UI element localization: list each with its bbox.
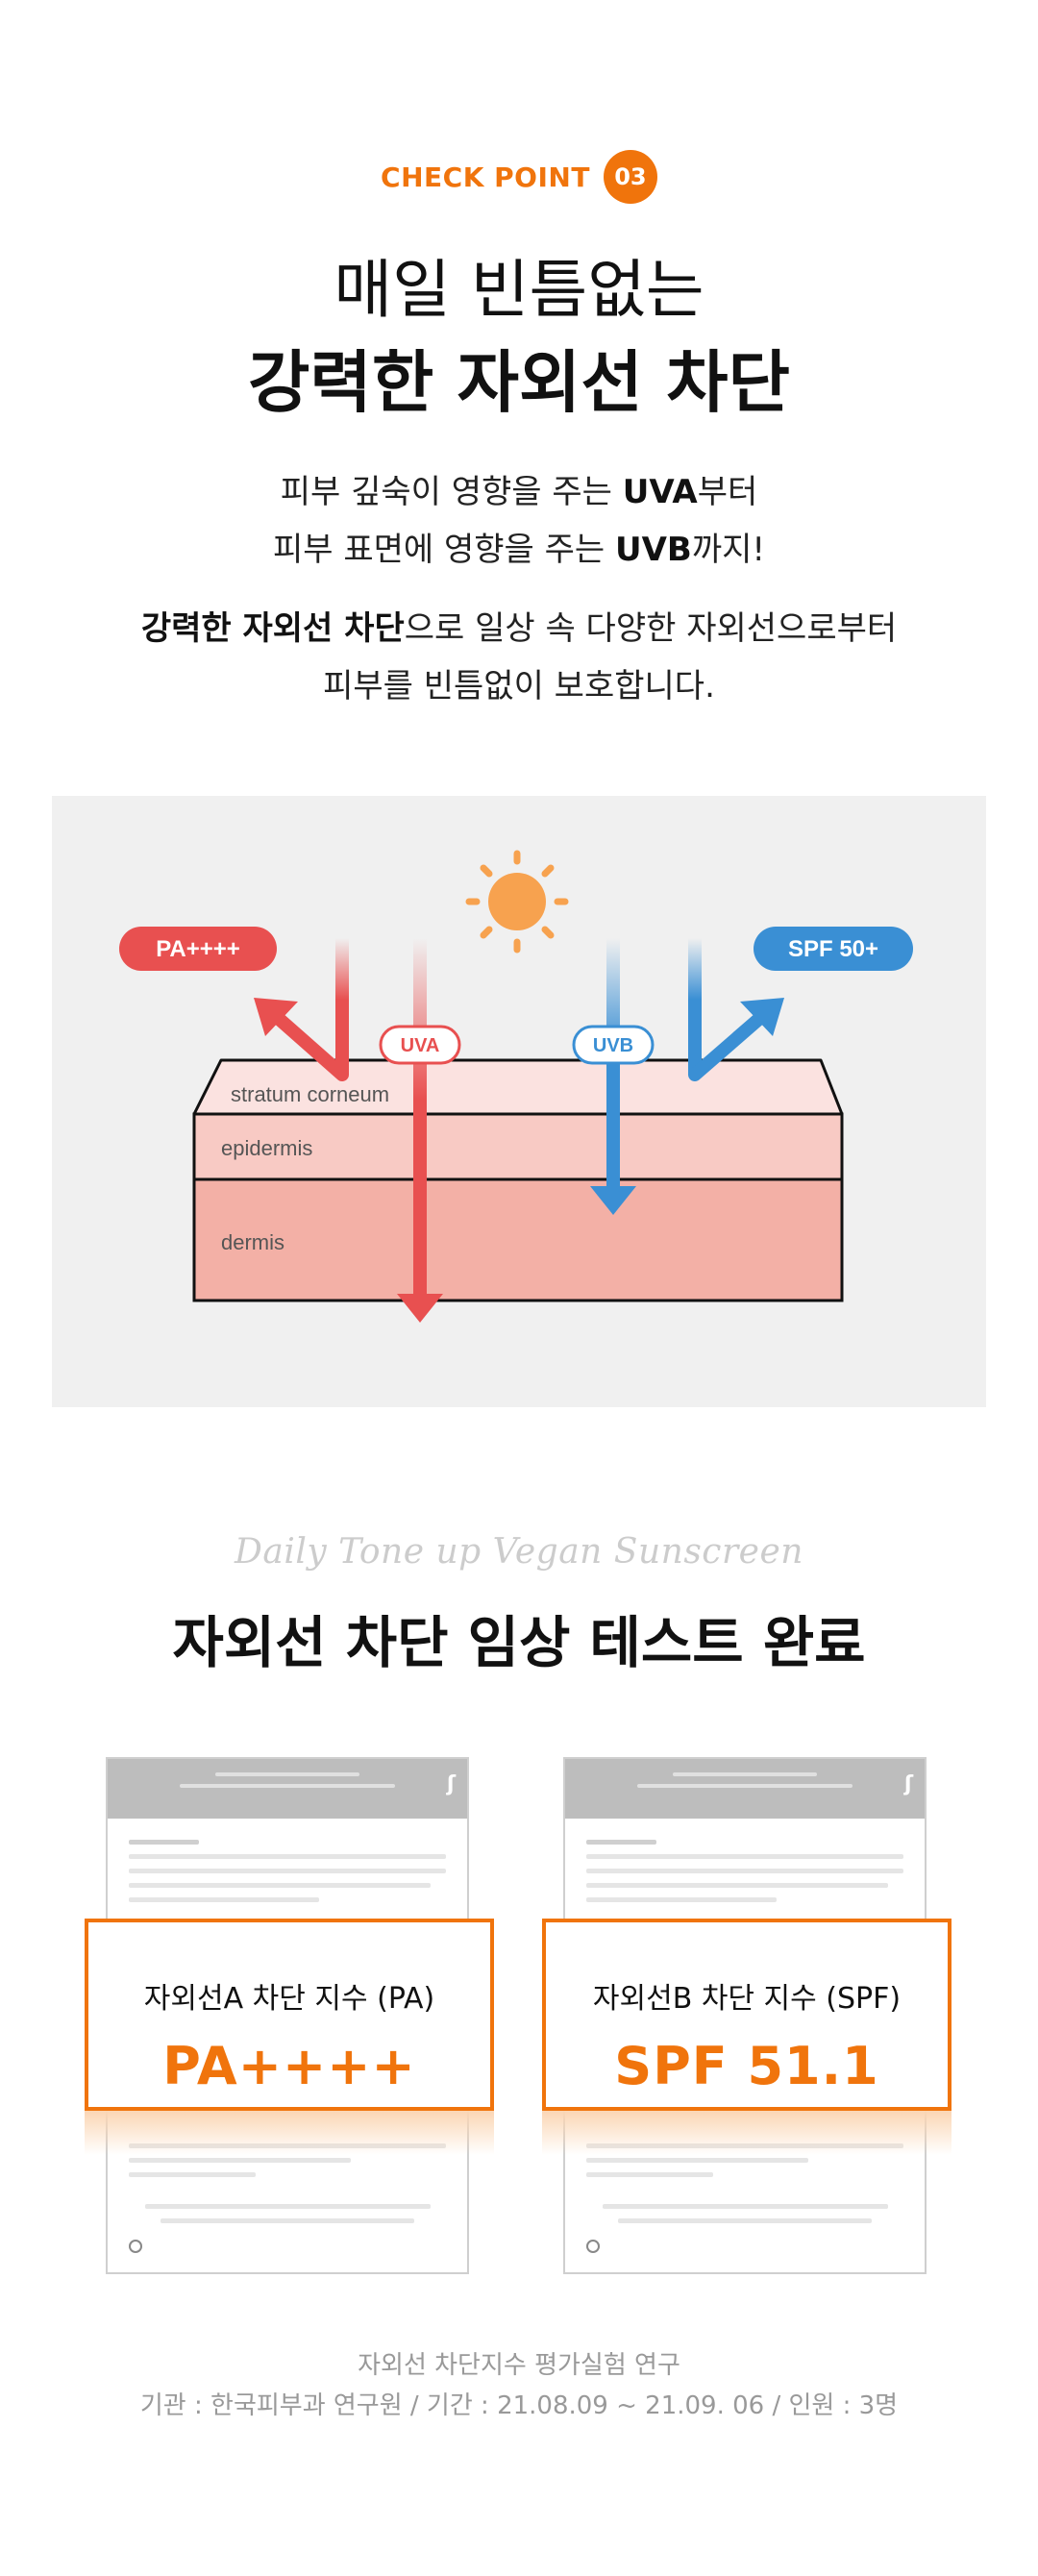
result-value-spf: SPF 51.1 — [614, 2036, 879, 2096]
layer-label-dermis: dermis — [221, 1230, 284, 1254]
layer-label-epidermis: epidermis — [221, 1136, 312, 1160]
pa-badge: PA++++ — [119, 927, 277, 971]
result-label-spf: 자외선B 차단 지수 (SPF) — [592, 1982, 902, 2016]
result-box-shadow — [85, 2111, 494, 2155]
study-title-note: 자외선 차단지수 평가실험 연구 — [358, 2351, 680, 2380]
uvb-reflected-arrow — [688, 938, 784, 1081]
institute-logo-icon — [129, 2237, 446, 2255]
cert-logo-icon: ʃ — [446, 1772, 456, 1796]
spf-badge-text: SPF 50+ — [788, 936, 878, 962]
study-details-note: 기관 : 한국피부과 연구원 / 기간 : 21.08.09 ~ 21.09. … — [139, 2391, 899, 2420]
description-line2: 피부 표면에 영향을 주는 UVB까지! — [272, 531, 766, 569]
headline-line1: 매일 빈틈없는 — [334, 253, 704, 327]
uva-pill: UVA — [379, 1025, 461, 1065]
uvb-pill: UVB — [572, 1025, 655, 1065]
sun-icon — [465, 850, 569, 954]
uvb-label: UVB — [593, 1035, 633, 1056]
clinical-test-title: 자외선 차단 임상 테스트 완료 — [172, 1610, 866, 1675]
uva-reflected-arrow — [254, 938, 349, 1081]
uv-protection-diagram: stratum corneum epidermis dermis U — [52, 796, 986, 1407]
checkpoint-label: CHECK POINT — [381, 161, 590, 193]
result-box-shadow — [542, 2111, 952, 2155]
description-line3: 강력한 자외선 차단으로 일상 속 다양한 자외선으로부터 — [140, 609, 898, 648]
result-label-pa: 자외선A 차단 지수 (PA) — [143, 1982, 435, 2016]
uv-diagram-svg: stratum corneum epidermis dermis U — [119, 850, 913, 1323]
checkpoint-number-badge: 03 — [603, 150, 657, 204]
description-line1: 피부 깊숙이 영향을 주는 UVA부터 — [280, 473, 758, 511]
checkpoint-header: CHECK POINT 03 — [0, 150, 1038, 204]
pa-badge-text: PA++++ — [156, 936, 240, 962]
cert-logo-icon: ʃ — [903, 1772, 913, 1796]
result-value-pa: PA++++ — [162, 2036, 416, 2096]
skin-layers — [192, 1058, 844, 1302]
layer-label-stratum-corneum: stratum corneum — [231, 1082, 389, 1106]
result-box-spf: 자외선B 차단 지수 (SPF) SPF 51.1 — [542, 1919, 952, 2111]
institute-logo-icon — [586, 2237, 903, 2255]
spf-badge: SPF 50+ — [754, 927, 913, 971]
headline-line2: 강력한 자외선 차단 — [248, 343, 790, 422]
description-line4: 피부를 빈틈없이 보호합니다. — [323, 667, 715, 706]
result-box-pa: 자외선A 차단 지수 (PA) PA++++ — [85, 1919, 494, 2111]
uva-label: UVA — [401, 1035, 440, 1056]
product-subtitle: Daily Tone up Vegan Sunscreen — [235, 1532, 803, 1572]
